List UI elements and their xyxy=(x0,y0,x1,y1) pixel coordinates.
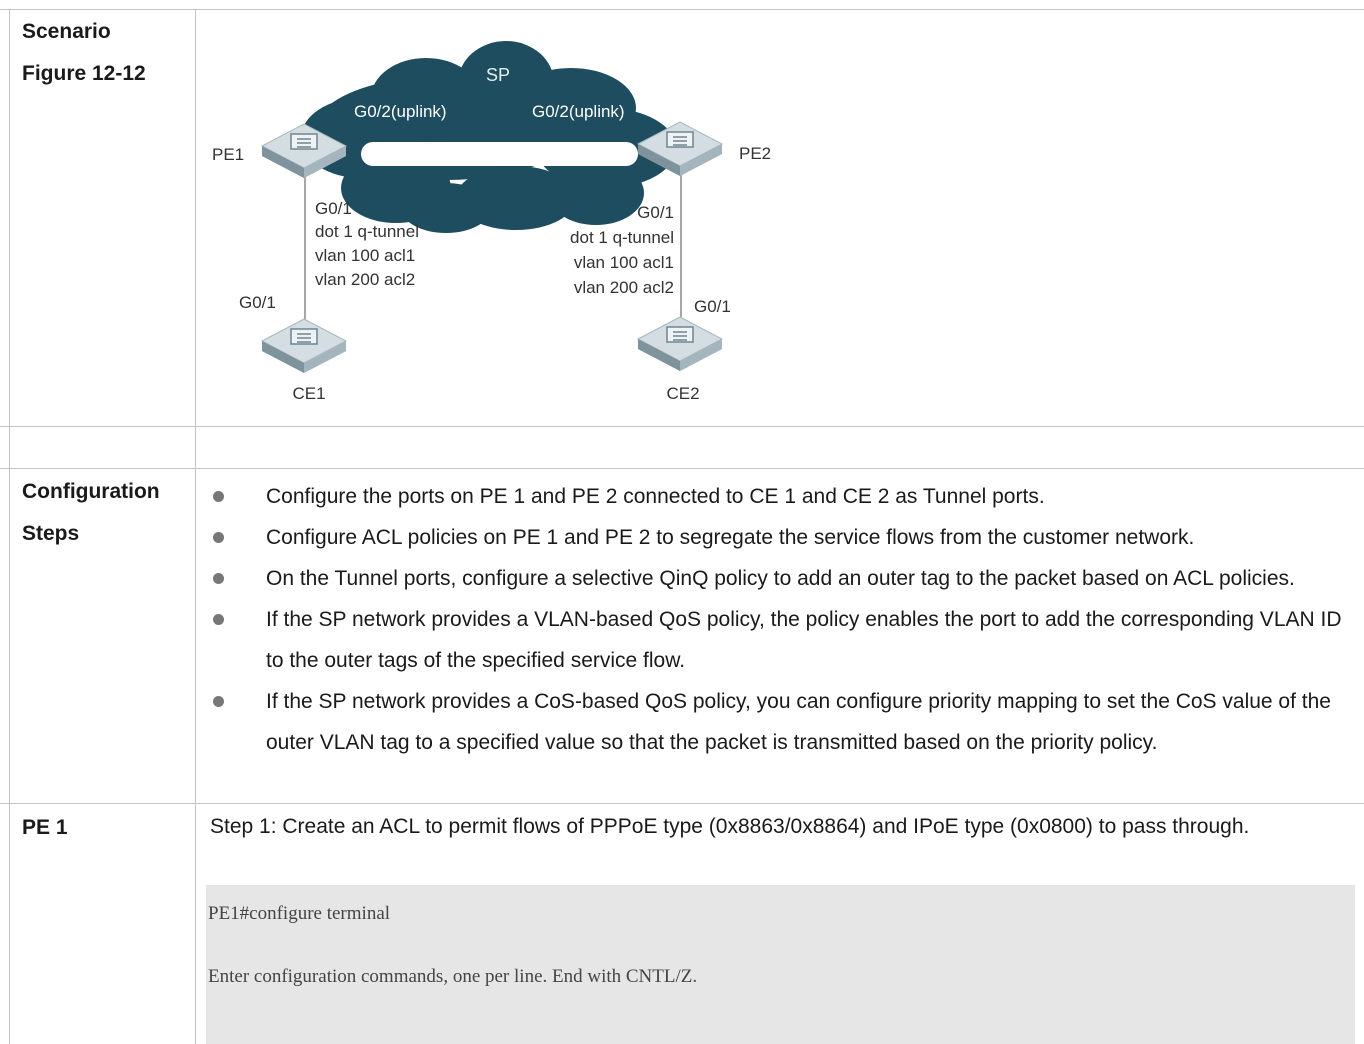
steps-label: Steps xyxy=(22,522,80,545)
pe2-config-line: vlan 100 acl1 xyxy=(574,253,674,272)
ce1-port-label: G0/1 xyxy=(239,293,276,312)
figure-label: Figure 12-12 xyxy=(22,62,146,85)
step-1-text: Step 1: Create an ACL to permit flows of… xyxy=(210,815,1250,838)
code-line: PE1#configure terminal xyxy=(208,903,391,924)
bullet-icon xyxy=(213,696,224,707)
row-divider xyxy=(0,803,1364,804)
pe1-config-line: dot 1 q-tunnel xyxy=(315,222,419,241)
pe1-name: PE1 xyxy=(212,145,244,164)
row-divider xyxy=(0,468,1364,469)
sp-label: SP xyxy=(486,65,510,85)
network-diagram: SP G0/2(uplink) G0/2(uplink) PE1 PE2 G0/… xyxy=(212,41,771,403)
pe2-port-label: G0/1 xyxy=(637,203,674,222)
pe2-name: PE2 xyxy=(739,144,771,163)
table-left-border xyxy=(9,9,10,1044)
code-line: Enter configuration commands, one per li… xyxy=(208,966,698,987)
pe1-config-line: vlan 200 acl2 xyxy=(315,270,415,289)
pe1-label: PE 1 xyxy=(22,816,68,839)
bullet-icon xyxy=(213,491,224,502)
configuration-steps-list: Configure the ports on PE 1 and PE 2 con… xyxy=(196,476,1364,763)
ce2-port-label: G0/1 xyxy=(694,297,731,316)
scenario-label: Scenario xyxy=(22,20,111,43)
list-item: Configure ACL policies on PE 1 and PE 2 … xyxy=(196,517,1364,558)
pe1-uplink-label: G0/2(uplink) xyxy=(354,102,447,121)
pe1-port-label: G0/1 xyxy=(315,199,352,218)
ce2-name: CE2 xyxy=(666,384,699,403)
pe2-config-line: vlan 200 acl2 xyxy=(574,278,674,297)
ce2-switch-icon xyxy=(637,316,723,372)
configuration-label: Configuration xyxy=(22,480,160,503)
ce1-switch-icon xyxy=(261,318,347,374)
row-divider xyxy=(0,426,1364,427)
list-item: Configure the ports on PE 1 and PE 2 con… xyxy=(196,476,1364,517)
pe1-config-line: vlan 100 acl1 xyxy=(315,246,415,265)
code-block: PE1#configure terminal Enter configurati… xyxy=(206,885,1355,1044)
ce1-name: CE1 xyxy=(292,384,325,403)
table-top-border xyxy=(0,9,1364,10)
list-item: If the SP network provides a CoS-based Q… xyxy=(196,681,1364,763)
list-item: If the SP network provides a VLAN-based … xyxy=(196,599,1364,681)
bullet-icon xyxy=(213,573,224,584)
list-item: On the Tunnel ports, configure a selecti… xyxy=(196,558,1364,599)
bullet-icon xyxy=(213,614,224,625)
pe2-config-line: dot 1 q-tunnel xyxy=(570,228,674,247)
column-divider xyxy=(195,9,196,1044)
pe2-uplink-label: G0/2(uplink) xyxy=(532,102,625,121)
tunnel-bar xyxy=(361,142,638,166)
bullet-icon xyxy=(213,532,224,543)
